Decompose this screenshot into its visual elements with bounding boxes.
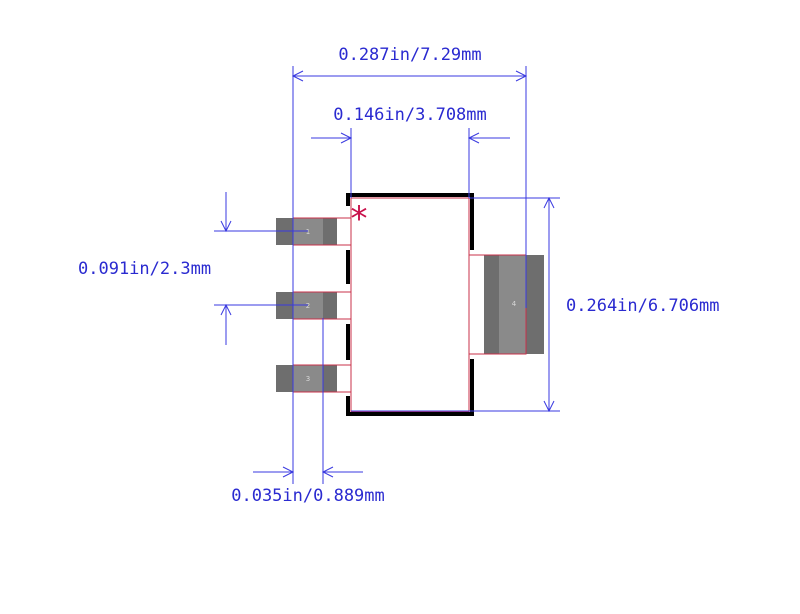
pin1-marker: *: [351, 199, 368, 239]
dim-overall-height-label: 0.264in/6.706mm: [566, 296, 720, 316]
silk-top-right: [346, 193, 474, 250]
dim-pin-pitch: 0.091in/2.3mm: [78, 192, 308, 345]
pads: 1 2 3 4: [276, 218, 544, 392]
pad-1-label: 1: [306, 228, 310, 236]
pad-4: 4: [484, 255, 544, 354]
pad-4-paste: [499, 255, 526, 354]
pad-2-label: 2: [306, 302, 310, 310]
pad-4-label: 4: [512, 300, 517, 308]
silk-bottom: [346, 359, 474, 416]
silkscreen-outline: [346, 193, 474, 416]
dim-pad-width-label: 0.035in/0.889mm: [231, 486, 385, 506]
dim-overall-height: 0.264in/6.706mm: [351, 196, 720, 413]
dim-pin-pitch-label: 0.091in/2.3mm: [78, 259, 211, 279]
pad-3-label: 3: [306, 375, 310, 383]
courtyard-body: [350, 197, 470, 413]
dim-overall-width-label: 0.287in/7.29mm: [338, 45, 481, 65]
dim-body-width: 0.146in/3.708mm: [311, 105, 510, 198]
dim-body-width-label: 0.146in/3.708mm: [333, 105, 487, 125]
dim-pad-width: 0.035in/0.889mm: [231, 318, 385, 506]
pad-3-paste: [293, 365, 323, 392]
dim-overall-width: 0.287in/7.29mm: [291, 45, 528, 484]
pad-3: 3: [276, 365, 337, 392]
